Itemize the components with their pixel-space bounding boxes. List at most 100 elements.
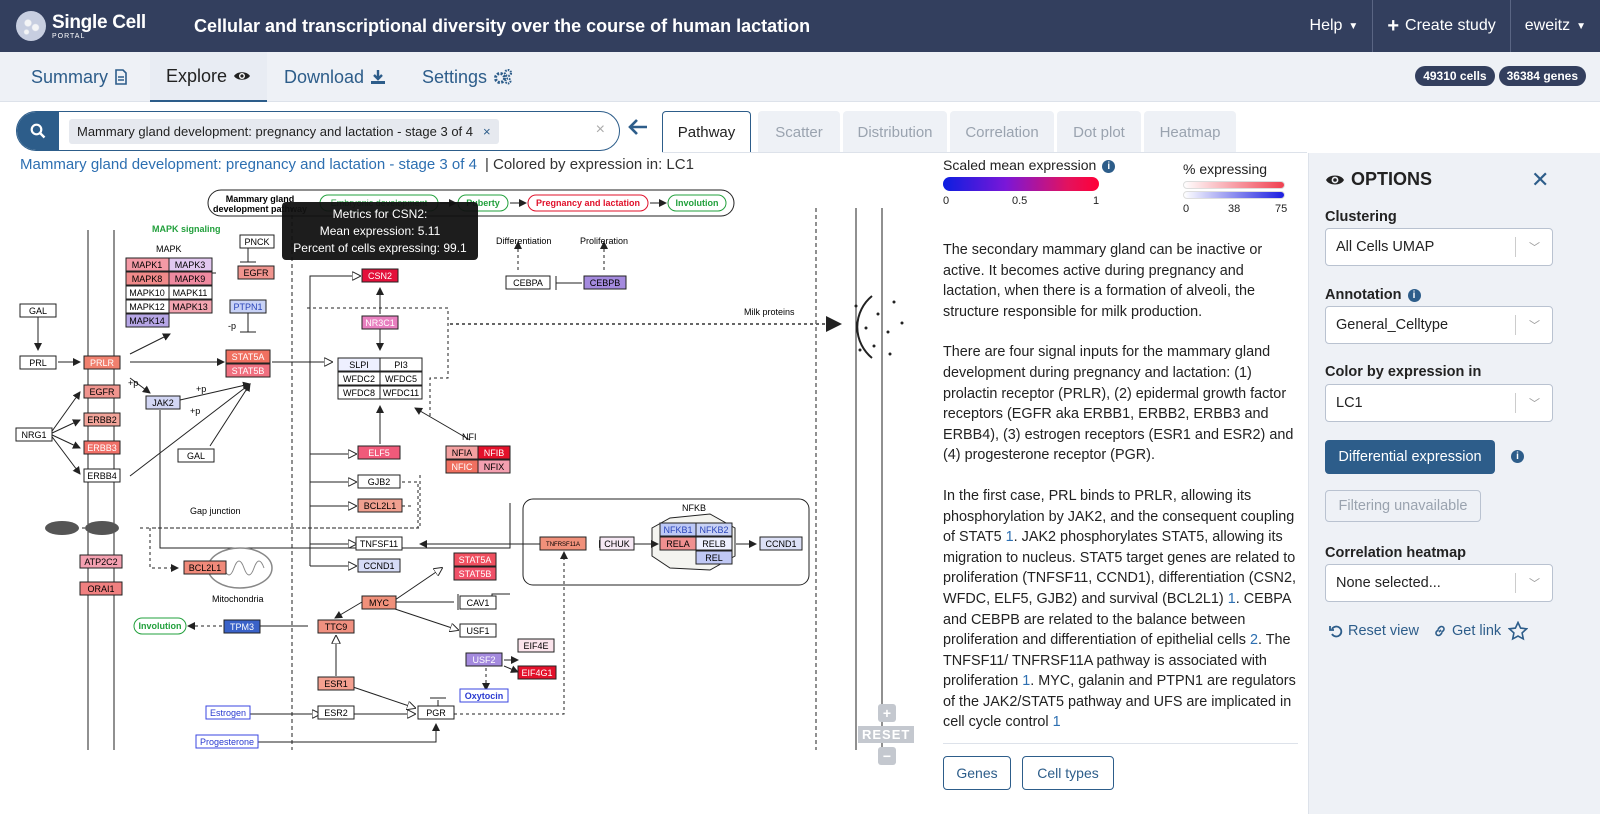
gene-TNFSF11[interactable]: TNFSF11 [355,536,403,551]
tab-heatmap[interactable]: Heatmap [1144,111,1236,153]
gene-GAL[interactable]: GAL [19,303,57,318]
gene-EGFR-membrane[interactable]: EGFR [83,384,121,399]
differential-expression-button[interactable]: Differential expression [1325,440,1495,474]
gene-PTPN1[interactable]: PTPN1 [229,299,267,314]
genes-button[interactable]: Genes [943,756,1011,790]
gene-STAT5A[interactable]: STAT5A [225,349,271,364]
gene-MAPK1[interactable]: MAPK1 [125,257,170,272]
clustering-select[interactable]: All Cells UMAP﹀ [1325,228,1553,266]
gene-TTC9[interactable]: TTC9 [317,619,355,634]
info-icon[interactable]: i [1407,289,1421,302]
gene-ELF5[interactable]: ELF5 [357,445,401,460]
tab-download[interactable]: Download [284,52,386,102]
gene-PRLR[interactable]: PRLR [83,355,121,370]
gene-CEBPA[interactable]: CEBPA [505,275,551,290]
gene-MAPK14[interactable]: MAPK14 [125,313,170,328]
clear-search-icon[interactable]: × [595,121,605,138]
pathway-title-link[interactable]: Mammary gland development: pregnancy and… [20,156,477,173]
reset-view-link[interactable]: Reset view [1329,623,1419,639]
gene-NFIA[interactable]: NFIA [445,445,479,460]
reference-link[interactable]: 2 [1249,632,1258,649]
user-menu[interactable]: eweitz▼ [1509,0,1600,52]
gene-PRL[interactable]: PRL [19,355,57,370]
gene-ERBB3[interactable]: ERBB3 [83,440,121,455]
tab-summary[interactable]: Summary [31,52,128,102]
gene-WFDC8[interactable]: WFDC8 [337,385,381,400]
gene-JAK2[interactable]: JAK2 [145,395,181,410]
reference-link[interactable]: 1 [1052,714,1061,731]
cell-types-button[interactable]: Cell types [1022,756,1114,790]
gene-CAV1[interactable]: CAV1 [459,595,497,610]
gene-MAPK10[interactable]: MAPK10 [125,285,170,300]
gene-search-bar[interactable]: Mammary gland development: pregnancy and… [16,111,620,151]
gene-WFDC5[interactable]: WFDC5 [379,371,423,386]
reference-link[interactable]: 1 [1022,673,1031,690]
chip-remove-icon[interactable]: × [483,123,491,139]
gene-WFDC11[interactable]: WFDC11 [379,385,423,400]
gene-NFKB2[interactable]: NFKB2 [695,522,733,537]
gene-MYC[interactable]: MYC [361,595,397,610]
help-menu[interactable]: Help▼ [1296,0,1373,52]
gene-CCND1[interactable]: CCND1 [357,558,401,573]
gene-PNCK[interactable]: PNCK [239,234,275,249]
gene-EIF4E[interactable]: EIF4E [517,638,555,653]
tab-distribution[interactable]: Distribution [843,111,947,153]
gene-NFKB1[interactable]: NFKB1 [659,522,697,537]
gene-MAPK11[interactable]: MAPK11 [168,285,213,300]
annotation-select[interactable]: General_Celltype﹀ [1325,306,1553,344]
zoom-in-button[interactable]: + [878,704,896,722]
gene-USF1[interactable]: USF1 [459,623,497,638]
tab-scatter[interactable]: Scatter [758,111,840,153]
gene-CHUK[interactable]: CHUK [599,536,635,551]
gene-MAPK13[interactable]: MAPK13 [168,299,213,314]
info-icon[interactable]: i [1102,160,1116,173]
gene-MAPK3[interactable]: MAPK3 [168,257,213,272]
gene-NR3C1[interactable]: NR3C1 [361,315,399,330]
gene-REL[interactable]: REL [695,550,733,565]
gene-MAPK12[interactable]: MAPK12 [125,299,170,314]
gene-NFIC[interactable]: NFIC [445,459,479,474]
color-by-select[interactable]: LC1﹀ [1325,384,1553,422]
gene-ERBB4[interactable]: ERBB4 [83,468,121,483]
gene-GJB2[interactable]: GJB2 [357,474,401,489]
tab-explore[interactable]: Explore [150,52,267,102]
gene-Oxytocin[interactable]: Oxytocin [459,688,509,703]
gene-RELB[interactable]: RELB [695,536,733,551]
gene-BCL2L1[interactable]: BCL2L1 [357,498,403,513]
gene-ERBB2[interactable]: ERBB2 [83,412,121,427]
tab-dot-plot[interactable]: Dot plot [1057,111,1141,153]
gene-CSN2[interactable]: CSN2 [361,268,399,283]
gene-Progesterone[interactable]: Progesterone [195,734,259,749]
gene-TNFRSF11A[interactable]: TNFRSF11A [539,536,587,551]
involution-node[interactable]: Involution [133,617,187,635]
search-button[interactable] [17,112,59,150]
close-options-icon[interactable]: ✕ [1531,167,1550,192]
zoom-out-button[interactable]: − [878,747,896,765]
gene-CEBPB[interactable]: CEBPB [583,275,627,290]
gene-ESR1[interactable]: ESR1 [317,676,355,691]
gene-MAPK8[interactable]: MAPK8 [125,271,170,286]
gene-STAT5B-2[interactable]: STAT5B [453,566,497,581]
portal-logo[interactable]: Single Cell PORTAL [16,11,176,41]
gene-ORAI1[interactable]: ORAI1 [79,581,123,596]
gene-EGFR[interactable]: EGFR [237,265,275,280]
gene-USF2[interactable]: USF2 [465,652,503,667]
tab-pathway[interactable]: Pathway [662,111,751,153]
back-arrow-icon[interactable] [627,116,649,138]
gene-NFIX[interactable]: NFIX [477,459,511,474]
gene-RELA[interactable]: RELA [659,536,697,551]
gene-PGR[interactable]: PGR [417,705,455,720]
tab-correlation[interactable]: Correlation [950,111,1054,153]
gene-STAT5A-2[interactable]: STAT5A [453,552,497,567]
star-icon[interactable] [1508,621,1528,641]
gene-STAT5B[interactable]: STAT5B [225,363,271,378]
gene-NRG1[interactable]: NRG1 [15,427,53,442]
reset-zoom-button[interactable]: RESET [858,726,915,743]
gene-WFDC2[interactable]: WFDC2 [337,371,381,386]
create-study-button[interactable]: +Create study [1372,0,1509,52]
gene-NFIB[interactable]: NFIB [477,445,511,460]
correlation-heatmap-select[interactable]: None selected...﹀ [1325,564,1553,602]
gene-Estrogen[interactable]: Estrogen [205,705,251,720]
gene-PI3[interactable]: PI3 [379,357,423,372]
gene-SLPI[interactable]: SLPI [337,357,381,372]
